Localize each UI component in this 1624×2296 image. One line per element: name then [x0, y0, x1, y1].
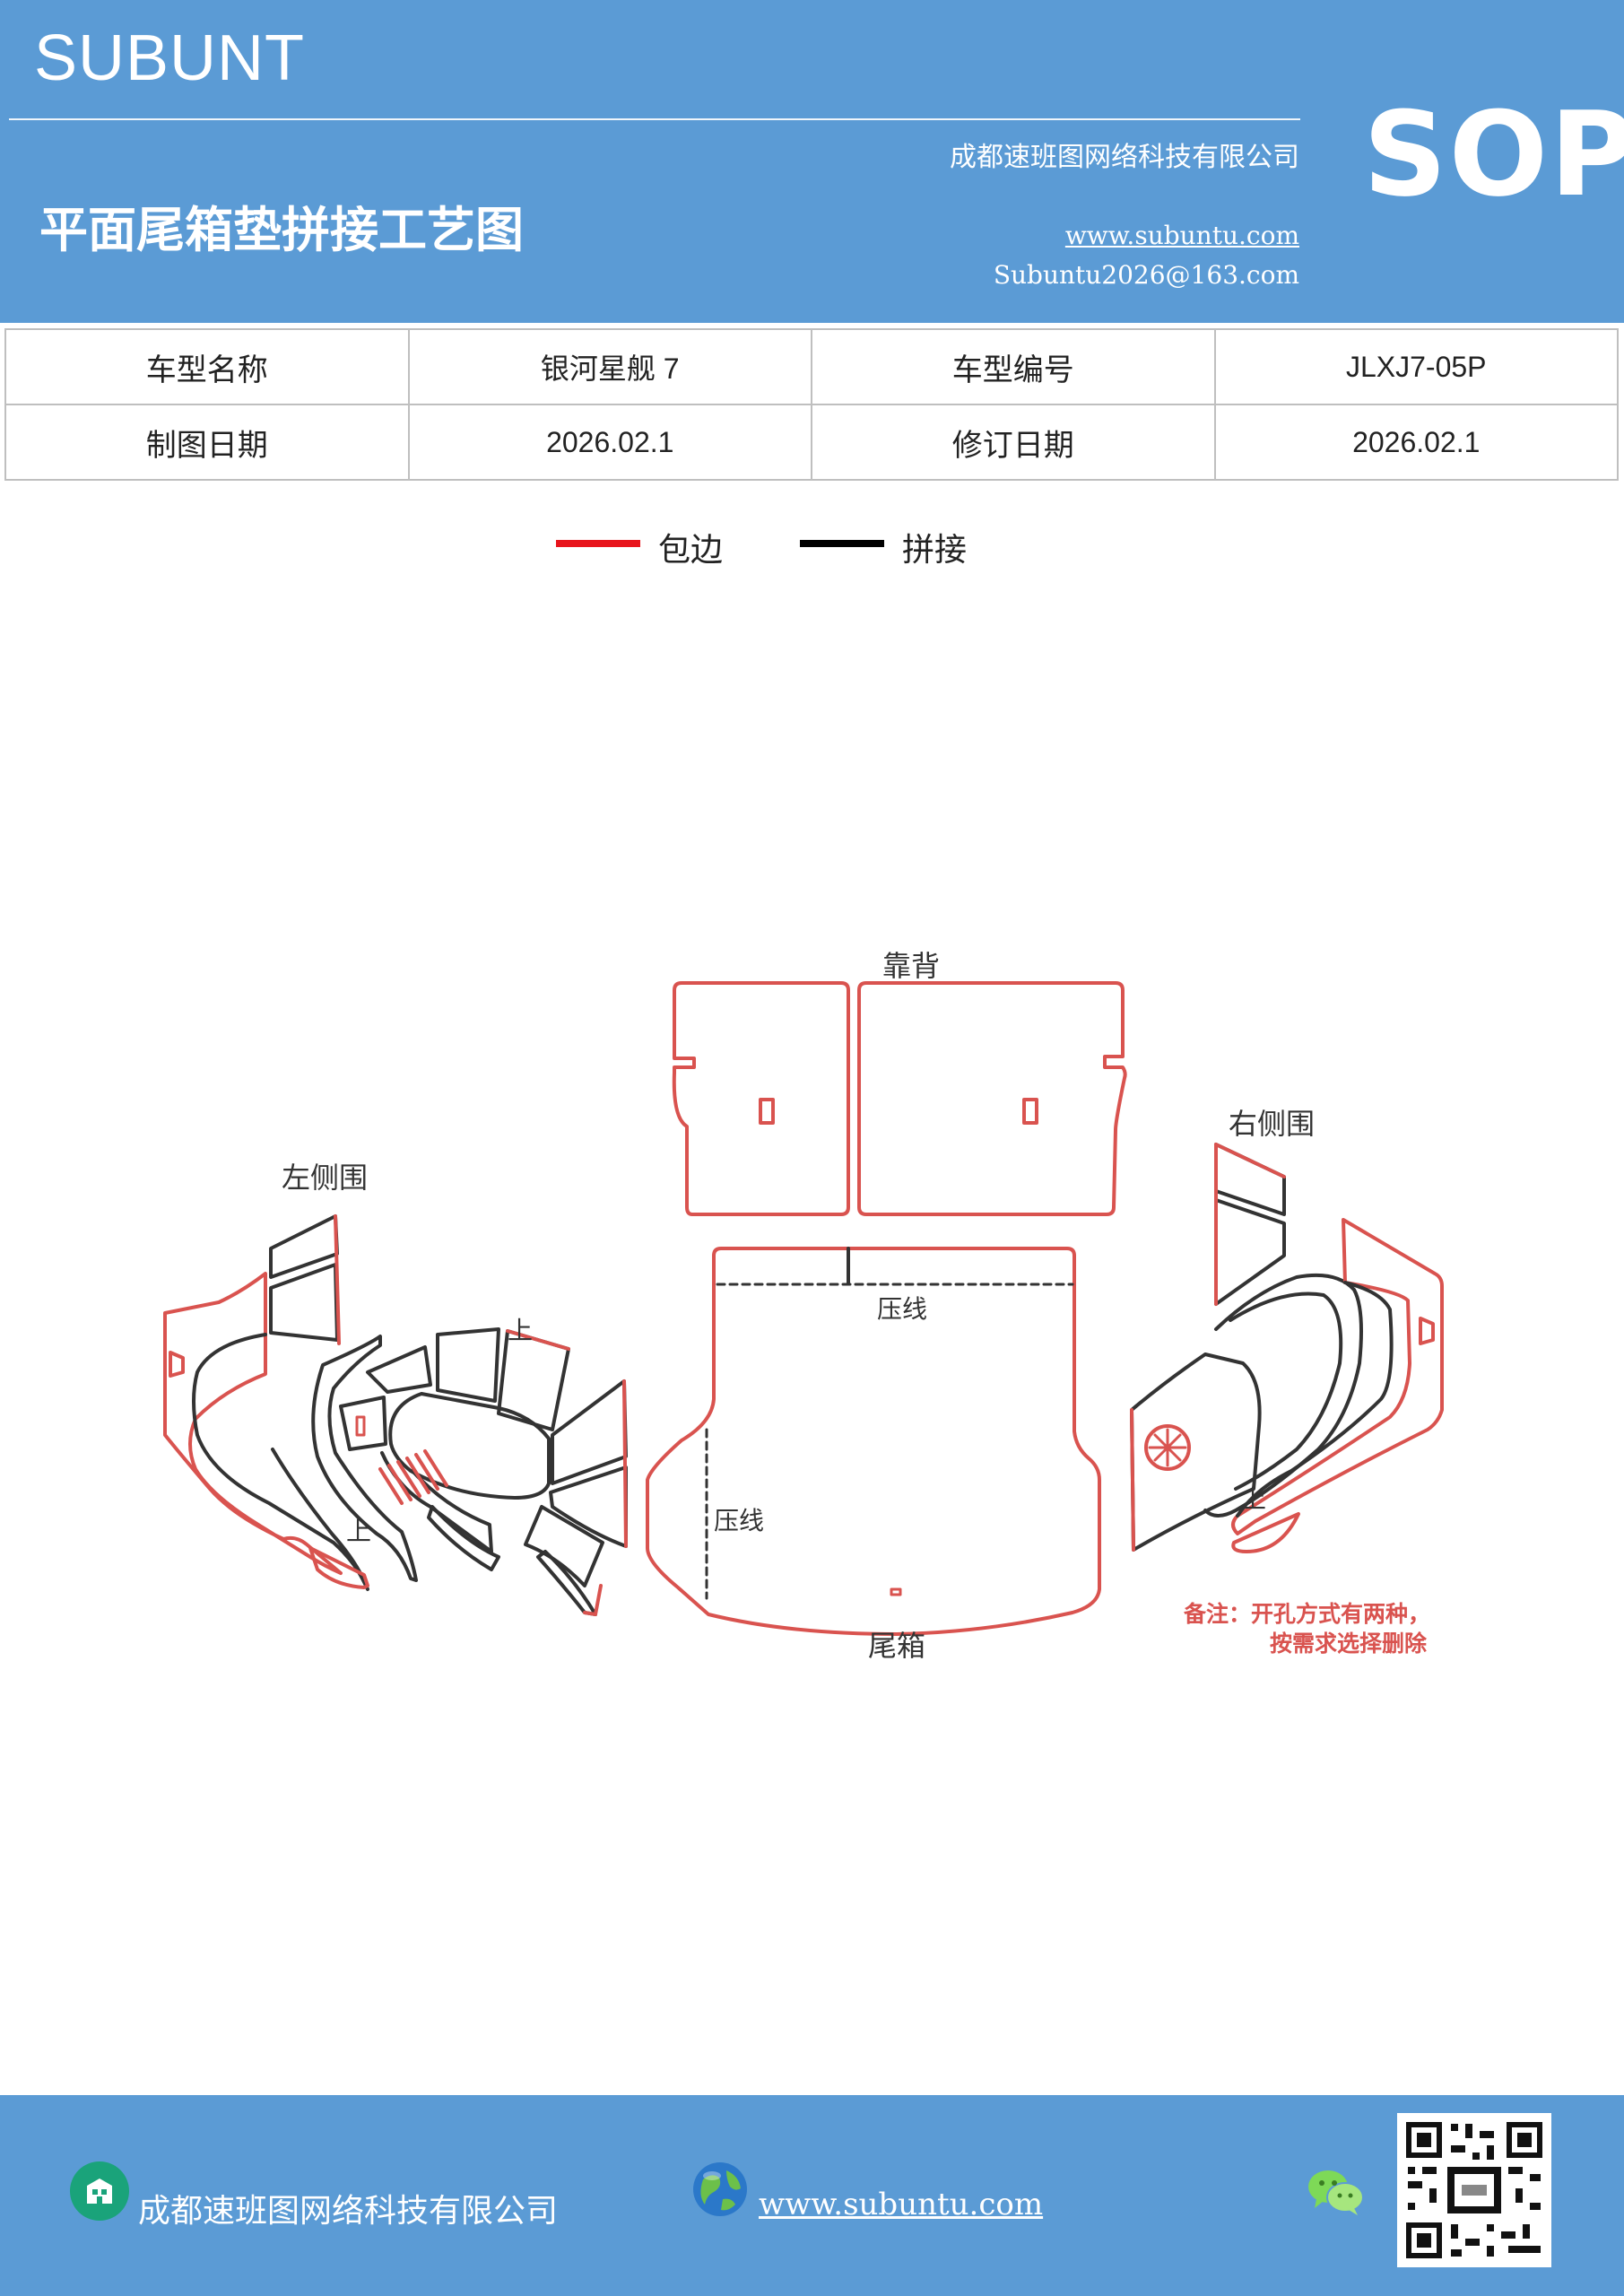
- left-arch-tail-edge: [583, 1584, 603, 1616]
- building-icon: [70, 2161, 129, 2221]
- left-arch-cup: [388, 1392, 551, 1500]
- up-mark-left-top: 上: [508, 1316, 534, 1345]
- model-name-value: 银河星舰 7: [407, 328, 812, 405]
- company-name: 成都速班图网络科技有限公司: [950, 142, 1299, 173]
- right-side-arch: [1203, 1273, 1363, 1518]
- left-side-top-edge: [334, 1214, 341, 1345]
- header-divider: [9, 118, 1300, 120]
- sop-badge: SOP: [1363, 86, 1624, 222]
- note-line-1: 备注：开孔方式有两种，: [1184, 1601, 1431, 1627]
- legend: 包边 拼接: [0, 520, 1624, 574]
- drawing-date-value: 2026.02.1: [407, 404, 812, 481]
- left-side-slot: [355, 1415, 366, 1437]
- left-arch-outer: [311, 1335, 418, 1582]
- table-row: 制图日期 2026.02.1 修订日期 2026.02.1: [4, 404, 1619, 481]
- right-side-tab: [1419, 1317, 1435, 1345]
- right-side-arch-inner: [1229, 1292, 1343, 1491]
- legend-label-edge: 包边: [658, 532, 724, 569]
- right-side-lower-edge: [1130, 1408, 1135, 1552]
- document-title: 平面尾箱垫拼接工艺图: [39, 201, 524, 258]
- right-side-fan-blades: [1148, 1428, 1187, 1467]
- up-mark-left-bottom: 上: [346, 1517, 372, 1546]
- right-side-outer-panel: [1231, 1218, 1444, 1535]
- right-side-inner-seam: [1236, 1281, 1394, 1518]
- right-side-lower-block: [1130, 1352, 1262, 1552]
- legend-swatch-seam: [800, 540, 884, 547]
- backrest-label: 靠背: [882, 949, 941, 983]
- left-arch-block-g: [524, 1505, 604, 1587]
- left-side-outer-panel: [163, 1272, 343, 1575]
- brand-name: SUBUNT: [34, 22, 306, 94]
- backrest-left-panel: [672, 981, 850, 1216]
- model-code-label: 车型编号: [811, 328, 1216, 405]
- left-side-inner-seam: [192, 1333, 369, 1591]
- drawing-date-label: 制图日期: [4, 404, 410, 481]
- diagram-note: 备注：开孔方式有两种， 按需求选择删除: [1184, 1600, 1430, 1658]
- header-banner: SUBUNT 成都速班图网络科技有限公司 平面尾箱垫拼接工艺图 www.subu…: [0, 0, 1624, 323]
- trunk-mat-diagram: 靠背 左侧围 右侧围 尾箱 压线 压线 上 上 上 备注：开孔方式有两种， 按需…: [0, 915, 1624, 1695]
- revision-date-label: 修订日期: [811, 404, 1216, 481]
- up-mark-right: 上: [1241, 1484, 1267, 1514]
- note-line-2: 按需求选择删除: [1270, 1630, 1428, 1657]
- footer-company-name: 成都速班图网络科技有限公司: [138, 2193, 559, 2230]
- qr-code: [1397, 2113, 1551, 2267]
- wechat-icon[interactable]: [1306, 2167, 1365, 2217]
- globe-icon: [693, 2162, 747, 2216]
- left-arch-block-e: [551, 1379, 628, 1485]
- press-line-top-label: 压线: [877, 1294, 928, 1324]
- trunk-floor-panel: [646, 1247, 1101, 1636]
- footer-website-link[interactable]: www.subuntu.com: [759, 2187, 1044, 2222]
- right-side-label: 右侧围: [1229, 1107, 1316, 1141]
- model-code-value: JLXJ7-05P: [1213, 328, 1619, 405]
- left-arch-right-edge: [622, 1379, 628, 1548]
- trunk-label: 尾箱: [868, 1629, 926, 1663]
- right-side-bottom-flap: [1231, 1512, 1300, 1553]
- left-arch-top-edge: [506, 1329, 570, 1351]
- legend-label-seam: 拼接: [902, 532, 968, 569]
- left-vent-slots: [378, 1449, 448, 1505]
- website-link[interactable]: www.subuntu.com: [1064, 221, 1299, 250]
- model-name-label: 车型名称: [4, 328, 410, 405]
- right-side-block-1-edge: [1214, 1143, 1286, 1178]
- press-line-left-label: 压线: [714, 1506, 765, 1535]
- backrest-left-slot: [759, 1098, 775, 1125]
- revision-date-value: 2026.02.1: [1213, 404, 1619, 481]
- footer-banner: 成都速班图网络科技有限公司 www.subuntu.com: [0, 2095, 1624, 2296]
- left-side-top-block-2: [269, 1263, 339, 1342]
- vehicle-info-table: 车型名称 银河星舰 7 车型编号 JLXJ7-05P 制图日期 2026.02.…: [4, 328, 1619, 481]
- left-side-tab: [169, 1351, 185, 1378]
- legend-swatch-edge: [556, 540, 640, 547]
- left-side-bottom-flap: [308, 1546, 369, 1589]
- left-arch-strip: [427, 1505, 500, 1571]
- trunk-floor-slot: [890, 1587, 902, 1596]
- left-arch-block-c: [436, 1327, 500, 1403]
- left-arch-block-a: [366, 1345, 432, 1394]
- left-arch-block-b: [339, 1396, 387, 1451]
- table-row: 车型名称 银河星舰 7 车型编号 JLXJ7-05P: [4, 328, 1619, 405]
- backrest-right-panel: [857, 981, 1127, 1216]
- right-side-fan-hole: [1144, 1424, 1191, 1471]
- backrest-right-slot: [1022, 1098, 1038, 1125]
- email-address[interactable]: Subuntu2026@163.com: [993, 260, 1299, 290]
- left-side-label: 左侧围: [282, 1161, 369, 1195]
- diagram-drawing: [163, 981, 1444, 1636]
